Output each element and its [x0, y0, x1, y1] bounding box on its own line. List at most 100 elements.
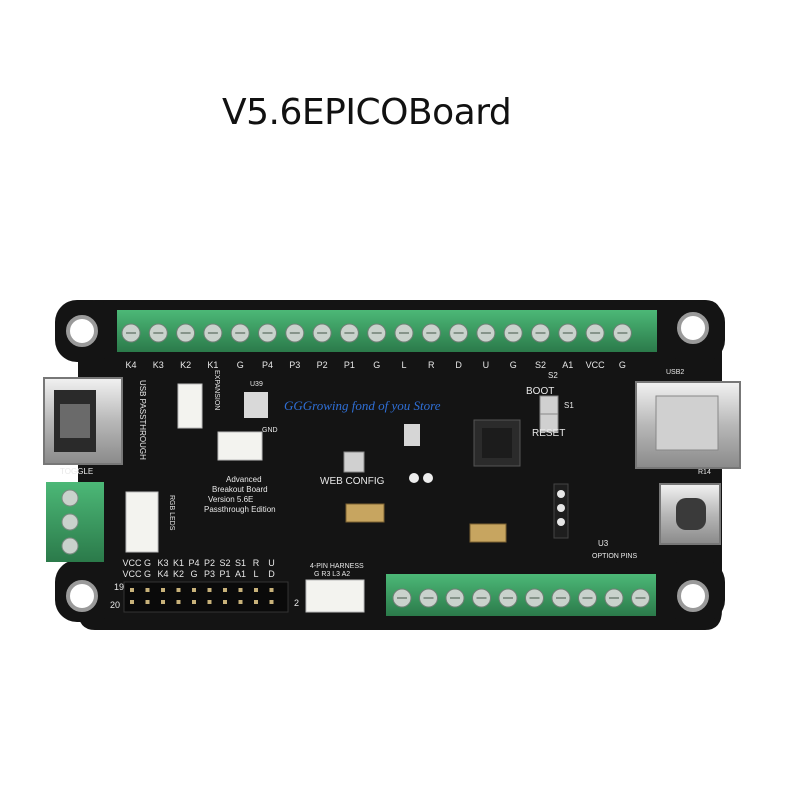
mount-hole-top-right	[677, 312, 709, 344]
terminal-label: G	[237, 360, 244, 370]
top-terminal-block	[117, 310, 657, 352]
header-pin	[269, 600, 274, 604]
svg-text:Advanced: Advanced	[226, 475, 262, 484]
header-pin	[176, 588, 181, 592]
header-label-top: S2	[219, 558, 230, 568]
u39-module	[244, 392, 268, 418]
terminal-label: L	[401, 360, 406, 370]
r14-label: R14	[698, 469, 711, 476]
terminal-label: P4	[262, 360, 273, 370]
header-pin	[145, 600, 150, 604]
s1-label: S1	[564, 401, 574, 410]
boot-label: BOOT	[526, 386, 554, 397]
board-info-text: Advanced Breakout Board Version 5.6E Pas…	[204, 475, 276, 514]
header-label-top: P4	[188, 558, 199, 568]
rgb-led-connector	[125, 491, 159, 553]
led-2	[423, 473, 433, 483]
header-label-bottom: K2	[173, 569, 184, 579]
header-num-20: 20	[110, 600, 120, 610]
header-label-top: R	[253, 558, 260, 568]
terminal-label: R	[428, 360, 435, 370]
header-num-2: 2	[294, 598, 299, 608]
header-pin	[223, 600, 227, 604]
header-pin	[192, 588, 196, 592]
header-label-bottom: P1	[219, 569, 230, 579]
header-pin	[176, 600, 181, 604]
header-label-top: VCC	[122, 558, 142, 568]
header-pin	[207, 600, 212, 604]
header-label-bottom: G	[144, 569, 151, 579]
web-config-label: WEB CONFIG	[320, 476, 385, 487]
harness-label: 4-PIN HARNESS	[310, 563, 364, 570]
terminal-label: G	[619, 360, 626, 370]
slide-switch-1	[345, 503, 385, 523]
option-pins-label: OPTION PINS	[592, 553, 637, 560]
usb-b-port	[635, 381, 741, 469]
terminal-label: K1	[207, 360, 218, 370]
header-label-bottom: P3	[204, 569, 215, 579]
store-watermark: GGGrowing fond of you Store	[284, 398, 441, 413]
mount-hole-bottom-left	[66, 580, 98, 612]
pin-header-2x10	[123, 581, 289, 613]
header-label-top: P2	[204, 558, 215, 568]
header-pin	[238, 588, 243, 592]
terminal-label: K2	[180, 360, 191, 370]
rp2040-inner	[482, 428, 512, 458]
rgb-leds-label: RGB LEDS	[168, 495, 175, 531]
jst-connector-2	[217, 431, 263, 461]
mount-hole-bottom-right	[677, 580, 709, 612]
terminal-label: A1	[562, 360, 573, 370]
header-label-bottom: VCC	[122, 569, 142, 579]
terminal-label: S2	[535, 360, 546, 370]
terminal-label: P3	[289, 360, 300, 370]
slide-switch-2	[469, 523, 507, 543]
product-title: V5.6EPICOBoard	[222, 92, 512, 133]
terminal-label: K3	[153, 360, 164, 370]
header-num-19: 19	[114, 582, 124, 592]
reset-label: RESET	[532, 428, 565, 439]
header-pin	[254, 588, 258, 592]
terminal-label: K4	[125, 360, 136, 370]
terminal-label: G	[373, 360, 380, 370]
svg-text:Passthrough Edition: Passthrough Edition	[204, 505, 276, 514]
header-pin	[223, 588, 227, 592]
header-pin	[254, 600, 258, 604]
header-label-bottom: K4	[157, 569, 168, 579]
header-label-top: K1	[173, 558, 184, 568]
header-pin	[161, 588, 165, 592]
terminal-label: G	[510, 360, 517, 370]
terminal-label: P1	[344, 360, 355, 370]
svg-text:Version 5.6E: Version 5.6E	[208, 495, 253, 504]
header-pin	[161, 600, 165, 604]
header-pin	[130, 600, 134, 604]
pin-header-base	[123, 581, 289, 613]
header-pin	[192, 600, 196, 604]
expansion-label: EXPANSION	[213, 370, 220, 410]
terminal-label: D	[455, 360, 462, 370]
terminal-label: VCC	[586, 360, 606, 370]
s2-label: S2	[548, 371, 558, 380]
header-label-bottom: A1	[235, 569, 246, 579]
header-label-bottom: G	[190, 569, 197, 579]
crystal	[404, 424, 420, 446]
header-label-bottom: L	[253, 569, 258, 579]
header-pin	[207, 588, 212, 592]
harness-connector	[305, 579, 365, 613]
left-terminal-block	[46, 482, 104, 562]
gnd-label: GND	[262, 427, 278, 434]
u39-label: U39	[250, 381, 263, 388]
usb-c-port	[659, 483, 721, 545]
header-label-bottom: D	[268, 569, 275, 579]
header-label-top: S1	[235, 558, 246, 568]
usb-a-port	[43, 377, 123, 465]
toggle-label: TOGGLE	[60, 467, 93, 476]
usb2-label: USB2	[666, 369, 684, 376]
pcb-body	[78, 300, 722, 630]
header-pin	[130, 588, 134, 592]
header-label-top: K3	[157, 558, 168, 568]
header-pin	[238, 600, 243, 604]
bottom-terminal-block	[386, 574, 656, 616]
